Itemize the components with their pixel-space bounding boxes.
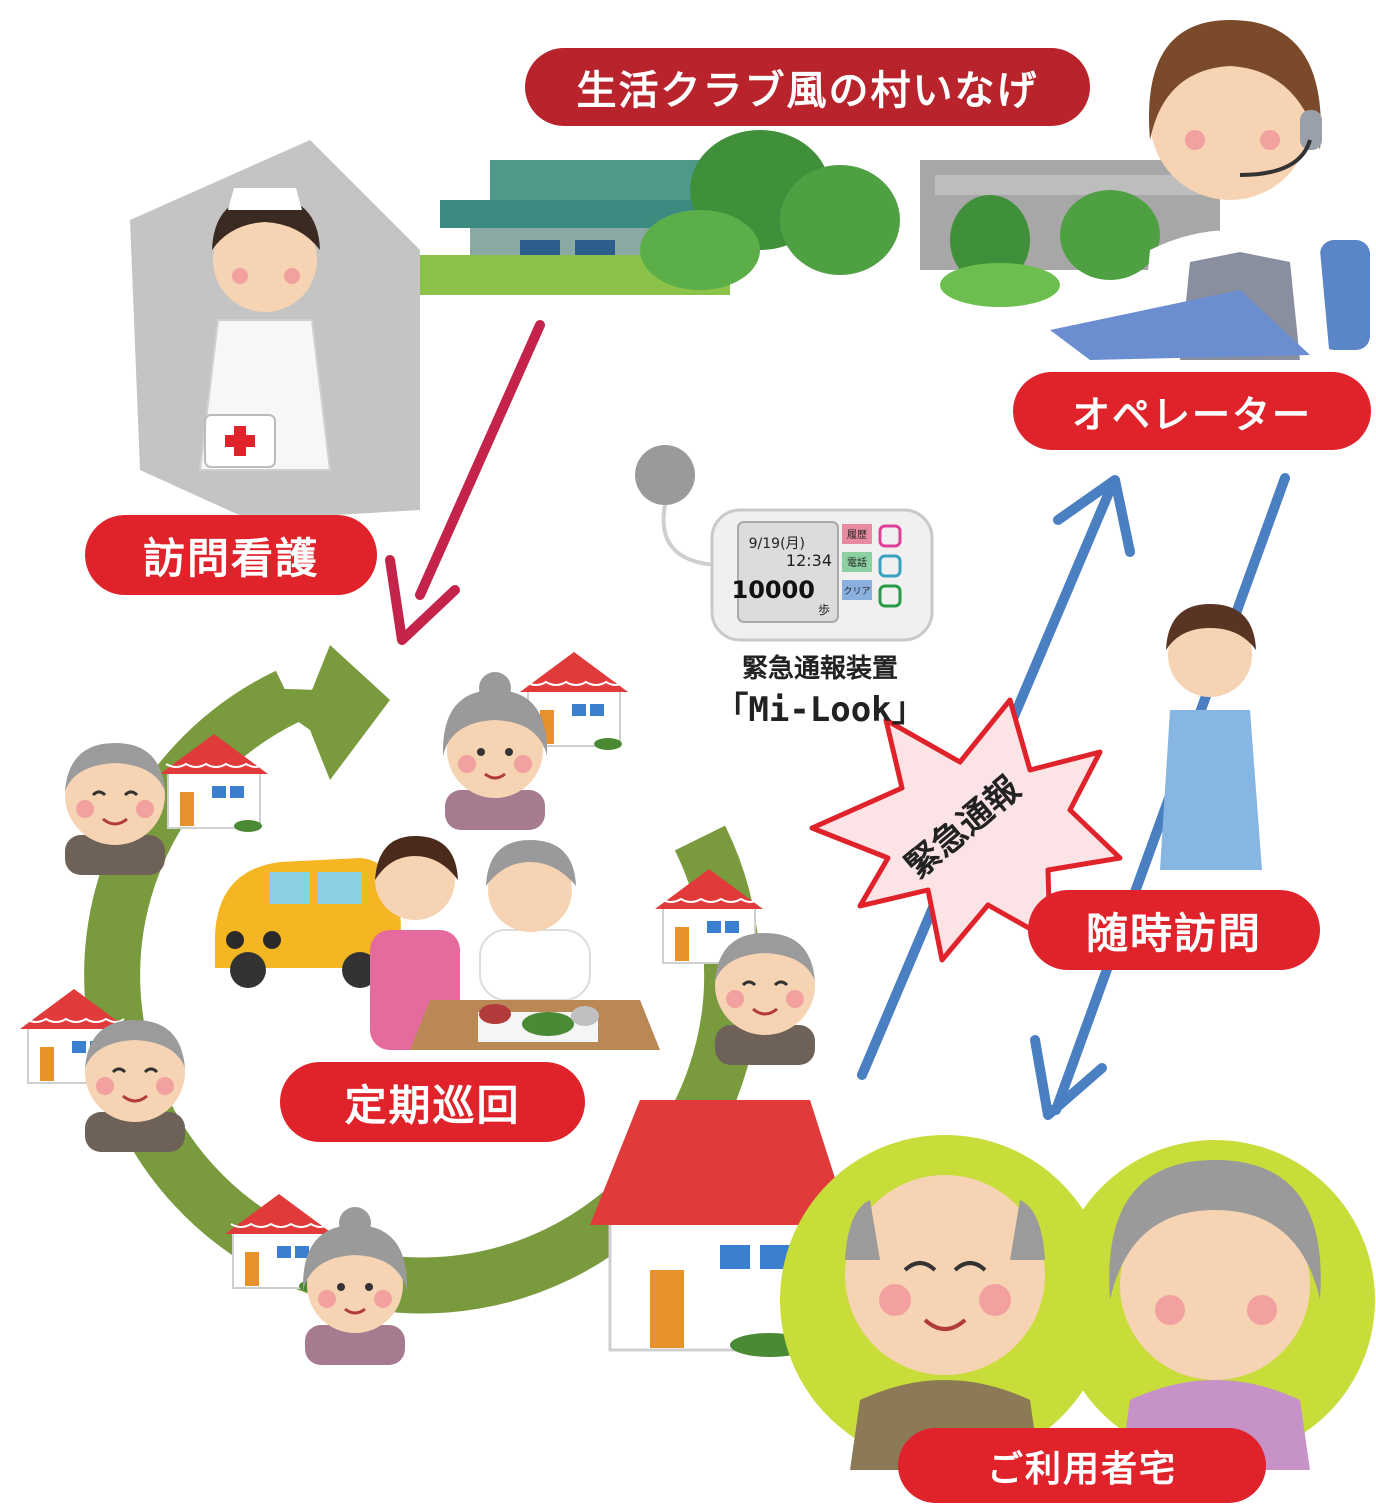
- nurse-illustration: [130, 140, 420, 520]
- resident-house-3: [654, 868, 817, 1067]
- device-name: 「Mi-Look」: [714, 690, 926, 730]
- user-couple-illustration: [780, 1135, 1375, 1470]
- resident-house-4: [19, 988, 187, 1154]
- device-btn-clear: クリア: [843, 586, 870, 597]
- device-steps-unit: 歩: [818, 602, 830, 617]
- operator-illustration: [1050, 20, 1370, 360]
- device-date: 9/19(月): [749, 536, 805, 552]
- resident-house-2: [441, 651, 629, 832]
- device-btn-phone: 電話: [847, 556, 867, 569]
- device-btn-history: 履歴: [847, 529, 867, 541]
- nursing-dispatch-arrow: [385, 320, 545, 645]
- on-demand-visit-label: 随時訪問: [1028, 890, 1320, 970]
- device-caption: 緊急通報装置: [741, 654, 898, 684]
- meal-assist-illustration: [215, 836, 660, 1050]
- caregiver-illustration: [1160, 604, 1262, 890]
- emergency-burst: 緊急通報: [809, 697, 1123, 963]
- nursing-label: 訪問看護: [85, 515, 377, 595]
- resident-house-5: [224, 1193, 409, 1367]
- facility-illustration: [400, 130, 1220, 307]
- regular-patrol-label: 定期巡回: [280, 1062, 585, 1142]
- facility-label: 生活クラブ風の村いなげ: [525, 48, 1090, 126]
- mi-look-device-illustration: 9/19(月) 12:34 10000 歩 履歴 電話 クリア: [635, 445, 934, 642]
- user-home-label: ご利用者宅: [898, 1428, 1266, 1503]
- device-time: 12:34: [786, 551, 832, 570]
- device-steps: 10000: [732, 576, 816, 604]
- operator-label: オペレーター: [1013, 372, 1371, 450]
